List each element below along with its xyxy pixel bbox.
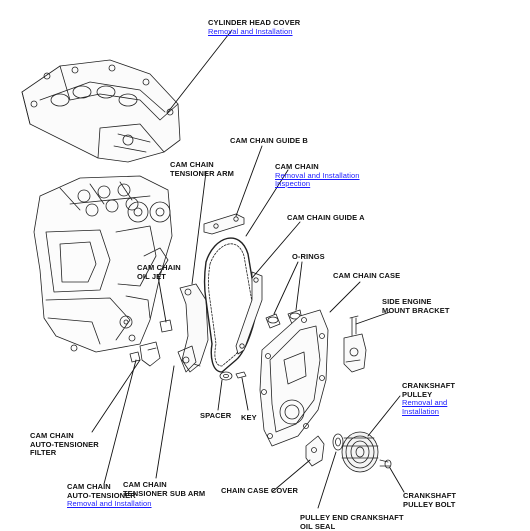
tensioner-arm-drawing — [177, 283, 209, 373]
cam-chain-removal-link[interactable]: Removal and Installation — [275, 170, 360, 180]
auto-tensioner-line1: CAM CHAIN — [67, 482, 111, 491]
label-crankshaft-pulley-bolt: CRANKSHAFT PULLEY BOLT — [403, 491, 457, 509]
label-cam-chain-guide-b: CAM CHAIN GUIDE B — [230, 136, 308, 146]
side-engine-mount-bracket-line1: SIDE ENGINE — [382, 297, 432, 306]
label-pulley-end-crankshaft-oil-seal: PULLEY END CRANKSHAFT OIL SEAL — [300, 513, 404, 531]
cam-chain-guide-b-title: CAM CHAIN GUIDE B — [230, 136, 308, 145]
leader-lines — [91, 29, 405, 509]
label-side-engine-mount-bracket: SIDE ENGINE MOUNT BRACKET — [382, 297, 450, 315]
cam-chain-title: CAM CHAIN — [275, 162, 319, 171]
cam-chain-guide-a-drawing — [235, 271, 263, 355]
crankshaft-pulley-line2: PULLEY — [402, 389, 433, 399]
side-engine-mount-bracket-drawing — [343, 315, 367, 373]
engine-block-drawing — [33, 175, 173, 353]
tensioner-sub-arm-line1: CAM CHAIN — [123, 480, 167, 489]
auto-tensioner-filter-line1: CAM CHAIN — [30, 431, 74, 440]
cam-chain-guide-a-title: CAM CHAIN GUIDE A — [287, 213, 365, 222]
spacer-title: SPACER — [200, 411, 232, 420]
spacer-key-drawing — [219, 371, 247, 381]
label-crankshaft-pulley: CRANKSHAFT PULLEY Removal and Installati… — [402, 381, 456, 416]
cam-chain-case-title: CAM CHAIN CASE — [333, 271, 401, 280]
label-cam-chain-guide-a: CAM CHAIN GUIDE A — [287, 213, 365, 223]
label-cam-chain-tensioner-arm: CAM CHAIN TENSIONER ARM — [170, 160, 234, 178]
cam-chain-drawing — [203, 237, 257, 373]
o-rings-title: O-RINGS — [292, 252, 325, 261]
cylinder-head-cover-removal-link[interactable]: Removal and Installation — [208, 26, 293, 36]
chain-case-cover-drawing — [305, 435, 325, 467]
cam-chain-case-drawing — [259, 309, 329, 447]
tensioner-sub-arm-line2: TENSIONER SUB ARM — [123, 488, 206, 498]
cam-chain-tensioner-arm-line1: CAM CHAIN — [170, 160, 214, 169]
oil-seal-line2: OIL SEAL — [300, 521, 336, 531]
oil-seal-line1: PULLEY END CRANKSHAFT — [300, 513, 404, 522]
label-key: KEY — [241, 413, 257, 423]
cam-chain-oil-jet-line1: CAM CHAIN — [137, 263, 181, 272]
label-chain-case-cover: CHAIN CASE COVER — [221, 486, 299, 496]
auto-tensioner-removal-link[interactable]: Removal and Installation — [67, 499, 152, 508]
label-cam-chain: CAM CHAIN Removal and Installation Inspe… — [275, 162, 360, 189]
auto-tensioner-filter-line2: AUTO-TENSIONER — [30, 439, 99, 449]
label-cam-chain-oil-jet: CAM CHAIN OIL JET — [137, 263, 181, 281]
crankshaft-pulley-installation-link[interactable]: Installation — [402, 406, 440, 416]
key-title: KEY — [241, 413, 257, 422]
crankshaft-pulley-removal-link[interactable]: Removal and — [402, 398, 448, 407]
cam-chain-inspection-link[interactable]: Inspection — [275, 179, 311, 188]
label-cam-chain-case: CAM CHAIN CASE — [333, 271, 401, 281]
label-spacer: SPACER — [200, 411, 232, 421]
crankshaft-pulley-bolt-line1: CRANKSHAFT — [403, 491, 457, 500]
cam-chain-tensioner-arm-line2: TENSIONER ARM — [170, 168, 234, 178]
auto-tensioner-line2: AUTO-TENSIONER — [67, 490, 136, 500]
cam-chain-oil-jet-line2: OIL JET — [137, 271, 166, 281]
crankshaft-pulley-line1: CRANKSHAFT — [402, 381, 456, 390]
label-o-rings: O-RINGS — [292, 252, 325, 262]
crankshaft-pulley-drawing — [332, 431, 392, 473]
crankshaft-pulley-bolt-line2: PULLEY BOLT — [403, 499, 456, 509]
label-cylinder-head-cover: CYLINDER HEAD COVER Removal and Installa… — [208, 18, 301, 36]
cylinder-head-cover-title: CYLINDER HEAD COVER — [208, 18, 301, 27]
label-cam-chain-auto-tensioner-filter: CAM CHAIN AUTO-TENSIONER FILTER — [30, 431, 99, 458]
label-cam-chain-tensioner-sub-arm: CAM CHAIN TENSIONER SUB ARM — [123, 480, 206, 498]
side-engine-mount-bracket-line2: MOUNT BRACKET — [382, 305, 450, 315]
cam-chain-guide-b-drawing — [203, 213, 245, 235]
label-cam-chain-auto-tensioner: CAM CHAIN AUTO-TENSIONER Removal and Ins… — [67, 482, 152, 509]
cylinder-head-cover-drawing — [21, 59, 181, 163]
auto-tensioner-filter-line3: FILTER — [30, 448, 57, 457]
chain-case-cover-title: CHAIN CASE COVER — [221, 486, 299, 495]
